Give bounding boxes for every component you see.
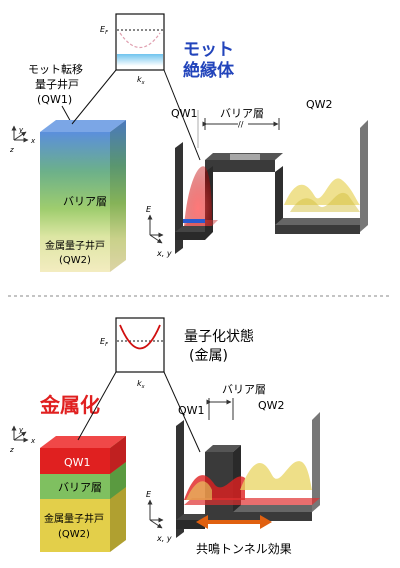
bottom-metal-paren-label: (金属) xyxy=(189,348,228,364)
bottom-metal-qw-label: 金属量子井戸 xyxy=(44,512,104,525)
svg-text:x, y: x, y xyxy=(156,534,172,543)
bottom-tunnel-label: 共鳴トンネル効果 xyxy=(196,541,292,556)
bottom-inset-leader-right xyxy=(163,371,201,453)
top-right-qw1-label: QW1 xyxy=(171,107,198,120)
bottom-right-qw2-label: QW2 xyxy=(258,399,285,412)
bottom-qw1-label: QW1 xyxy=(64,456,91,469)
top-qw-label: 量子井戸 xyxy=(35,77,79,91)
svg-text:E: E xyxy=(146,205,152,214)
top-metal-qw-label: 金属量子井戸 xyxy=(45,239,105,252)
top-qw2-paren-label: (QW2) xyxy=(59,255,91,266)
bottom-potential-structure xyxy=(176,412,320,538)
bottom-inset-leader-left xyxy=(77,371,117,441)
top-barrier-width-arrow: // xyxy=(202,118,280,130)
svg-text:y: y xyxy=(18,426,24,434)
svg-text:x, y: x, y xyxy=(156,249,172,258)
bottom-qw2-paren-label: (QW2) xyxy=(58,529,90,540)
top-right-qw2-label: QW2 xyxy=(306,98,333,111)
bottom-metallization-title: 金属化 xyxy=(39,393,100,417)
bottom-barrier-width-arrow xyxy=(206,398,234,420)
top-title-insulator: 絶縁体 xyxy=(183,60,235,81)
bottom-quantized-state-label: 量子化状態 xyxy=(184,329,254,345)
svg-text:x: x xyxy=(30,137,36,145)
top-layer-stack-block xyxy=(40,120,126,272)
svg-text://: // xyxy=(238,120,244,129)
svg-text:EF: EF xyxy=(100,337,108,348)
bottom-inset-band-diagram: EF kx xyxy=(100,317,165,390)
top-inset-leader-left xyxy=(71,69,117,125)
top-inset-leader-right xyxy=(163,69,201,161)
top-inset-ef-label: EF xyxy=(100,25,108,36)
bottom-right-qw1-label: QW1 xyxy=(178,404,205,417)
svg-text:kx: kx xyxy=(137,379,145,390)
top-mott-transition-label: モット転移 xyxy=(28,63,83,76)
top-barrier-label: バリア層 xyxy=(63,195,107,208)
top-right-axes: E x, y xyxy=(146,205,172,258)
top-title-mott: モット xyxy=(183,40,234,60)
svg-text:x: x xyxy=(30,437,36,445)
svg-text:E: E xyxy=(146,490,152,499)
svg-text:z: z xyxy=(9,446,14,454)
top-right-barrier-label: バリア層 xyxy=(220,107,264,120)
resonant-tunneling-arrow xyxy=(196,515,272,529)
top-left-axes: y x z xyxy=(9,125,36,154)
bottom-right-axes: E x, y xyxy=(146,490,172,543)
svg-text:y: y xyxy=(18,126,24,134)
bottom-layer-stack-block xyxy=(40,436,126,552)
top-inset-kx-label: kx xyxy=(137,75,145,86)
top-inset-band-diagram: EF kx xyxy=(100,13,165,86)
bottom-left-axes: y x z xyxy=(9,425,36,454)
top-potential-structure xyxy=(175,120,368,254)
bottom-barrier-label: バリア層 xyxy=(58,481,102,494)
bottom-right-barrier-label: バリア層 xyxy=(222,383,266,396)
top-qw1-paren-label: (QW1) xyxy=(37,93,72,106)
svg-text:z: z xyxy=(9,146,14,154)
